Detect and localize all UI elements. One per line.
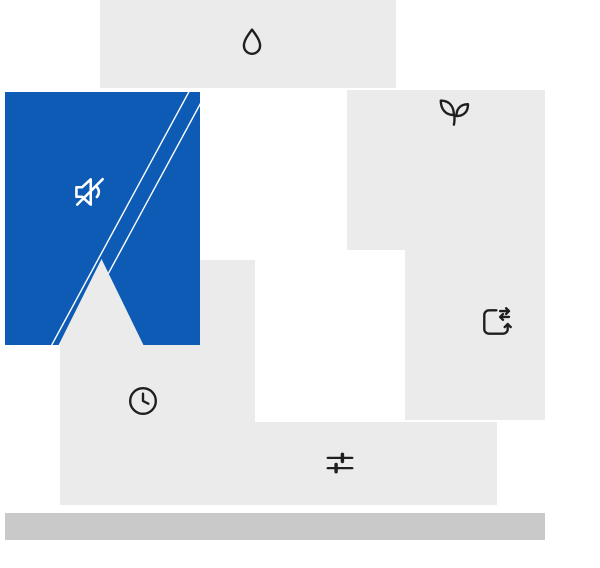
clock-icon xyxy=(124,382,162,420)
muted-speaker-icon xyxy=(68,170,112,214)
tile-sync[interactable] xyxy=(405,250,545,420)
leaf-icon xyxy=(436,93,474,131)
tile-eco[interactable] xyxy=(347,90,545,250)
tile-settings[interactable] xyxy=(200,422,497,505)
bottom-bar xyxy=(5,513,545,540)
sync-box-icon xyxy=(477,303,515,341)
tile-water[interactable] xyxy=(100,0,396,88)
water-drop-icon xyxy=(233,25,271,63)
sliders-icon xyxy=(322,445,358,481)
